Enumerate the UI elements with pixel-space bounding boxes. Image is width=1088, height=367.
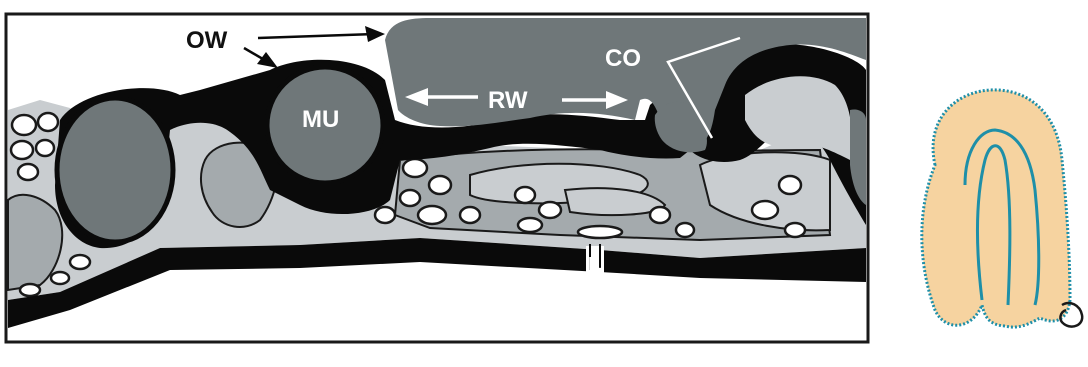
label-co: CO [605, 45, 641, 72]
vesicle [70, 255, 90, 269]
label-rw: RW [488, 87, 528, 114]
vesicle [403, 159, 427, 177]
vesicle [515, 187, 535, 203]
vesicle [375, 207, 395, 223]
left-mass [57, 98, 173, 242]
vesicle [51, 272, 69, 284]
vesicle [785, 223, 805, 237]
vesicle [650, 207, 670, 223]
label-mu: MU [302, 106, 339, 133]
vesicle [36, 140, 54, 156]
vesicle [38, 113, 58, 131]
vesicle [418, 206, 446, 224]
vesicle [578, 226, 622, 238]
vesicle [11, 141, 33, 159]
vesicle [12, 115, 36, 135]
vesicle [400, 190, 420, 206]
vesicle [518, 218, 542, 232]
embryo-body [922, 90, 1070, 327]
vesicle [676, 223, 694, 237]
vesicle [460, 207, 480, 223]
label-ow: OW [186, 27, 228, 54]
vesicle [779, 176, 801, 194]
embryo-panel [922, 90, 1082, 327]
vesicle [20, 284, 40, 296]
cross-section-panel: OW MU RW CO IL [6, 14, 868, 342]
label-il: IL [588, 254, 604, 274]
vesicle [539, 202, 561, 218]
vesicle [18, 164, 38, 180]
vesicle [429, 176, 451, 194]
vesicle [752, 201, 778, 219]
